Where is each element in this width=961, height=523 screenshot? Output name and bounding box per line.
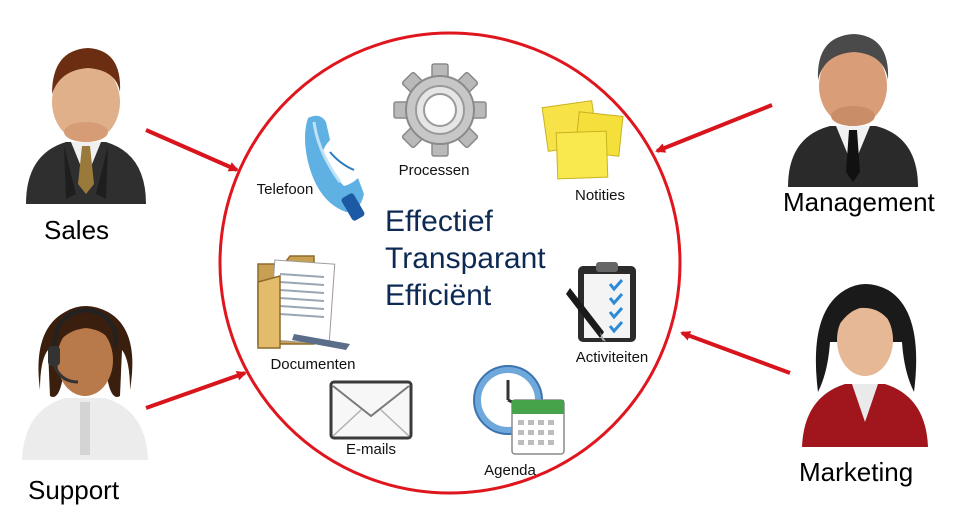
item-label-agenda: Agenda xyxy=(484,462,536,479)
sales-person-icon xyxy=(26,48,146,204)
management-person-icon xyxy=(788,34,918,187)
role-label-management: Management xyxy=(783,187,935,217)
tagline-line-2: Transparant xyxy=(385,242,546,275)
central-circle xyxy=(218,31,682,495)
role-label-support: Support xyxy=(28,475,120,505)
item-label-processen: Processen xyxy=(398,162,470,179)
arrow-management xyxy=(655,103,773,153)
marketing-person-icon xyxy=(802,284,928,447)
telephone-icon xyxy=(305,115,365,221)
support-person-icon xyxy=(22,306,148,460)
item-label-emails: E-mails xyxy=(345,441,397,458)
envelope-icon xyxy=(329,380,413,440)
item-label-telefoon: Telefoon xyxy=(256,181,314,198)
item-label-notities: Notities xyxy=(574,187,626,204)
checklist-icon xyxy=(566,262,636,342)
folder-icon xyxy=(257,255,350,350)
role-label-marketing: Marketing xyxy=(799,457,914,487)
tagline-line-1: Effectief xyxy=(385,205,493,238)
arrow-support xyxy=(145,370,247,410)
tagline: Effectief Transparant Efficiënt xyxy=(385,203,546,314)
item-label-activiteiten: Activiteiten xyxy=(575,349,649,366)
arrow-sales xyxy=(145,128,239,172)
clock-calendar-icon xyxy=(473,365,565,455)
arrow-marketing xyxy=(680,331,791,375)
role-label-sales: Sales xyxy=(44,215,110,245)
sticky-notes-icon xyxy=(541,100,624,180)
gear-icon xyxy=(393,63,487,157)
tagline-line-3: Efficiënt xyxy=(385,279,492,312)
item-label-documenten: Documenten xyxy=(270,356,356,373)
